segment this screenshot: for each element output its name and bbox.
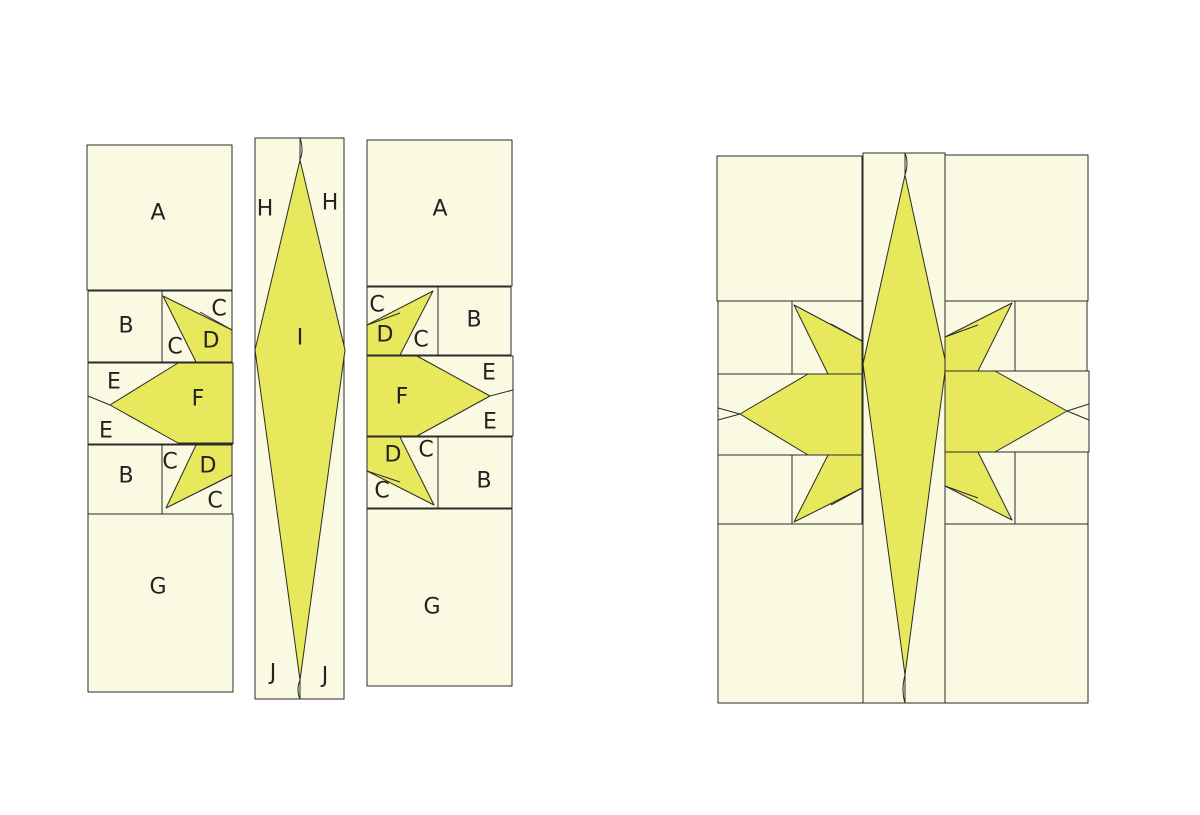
asm-right-d-bot	[944, 451, 1013, 521]
right-seam-e-top	[489, 389, 514, 397]
label-left-c-tl: C	[167, 335, 182, 360]
right-column: A C D C B E F E D C C B G	[366, 139, 514, 687]
asm-right-e-bot	[1066, 410, 1090, 421]
right-piece-b-bot	[437, 436, 513, 509]
asm-mid-seam-top	[904, 152, 908, 176]
left-seam-top-cd	[199, 311, 233, 331]
asm-right-e-top	[1066, 403, 1090, 412]
label-left-b-bot: B	[118, 464, 133, 489]
label-right-b-bot: B	[476, 469, 491, 494]
left-piece-f	[109, 362, 234, 444]
middle-strip: H H I J J	[254, 137, 346, 700]
label-left-b-top: B	[118, 314, 133, 339]
asm-right-a	[944, 154, 1089, 302]
label-mid-h-left: H	[257, 197, 274, 222]
label-right-c-tl: C	[369, 293, 384, 318]
label-right-e-bot: E	[483, 410, 497, 435]
label-right-b-top: B	[466, 308, 481, 333]
asm-left-b-bot	[717, 454, 793, 525]
left-piece-a	[86, 144, 233, 291]
label-left-d-top: D	[203, 329, 220, 354]
label-left-c-tr: C	[211, 297, 226, 322]
label-left-g: G	[149, 575, 166, 600]
asm-left-a	[716, 155, 863, 302]
right-piece-d-bot	[366, 436, 435, 506]
asm-right-seam-bot	[944, 485, 979, 499]
left-piece-d-top	[162, 295, 233, 363]
label-right-g: G	[423, 595, 440, 620]
asm-left-e-top	[717, 407, 741, 415]
label-left-e-top: E	[107, 370, 121, 395]
label-right-d-top: D	[377, 323, 394, 348]
left-seam-e-top	[87, 395, 111, 406]
right-seam-bot-cd	[366, 470, 401, 483]
right-piece-f	[366, 355, 491, 437]
mid-seam-bot	[297, 679, 301, 700]
label-right-e-top: E	[482, 361, 496, 386]
label-left-c-br: C	[207, 489, 222, 514]
left-piece-b-bot	[87, 444, 163, 515]
asm-left-seam-bot	[830, 487, 863, 506]
asm-left-seam-top	[830, 323, 863, 342]
asm-right-b-bot	[1014, 451, 1089, 525]
asm-mid-seam-bot	[902, 674, 906, 704]
assembled-block	[716, 152, 1090, 704]
mid-seam-top	[299, 137, 303, 161]
asm-left-f	[739, 373, 863, 456]
asm-left-g	[717, 523, 864, 704]
label-right-c-tr: C	[413, 328, 428, 353]
label-mid-h-right: H	[322, 191, 339, 216]
label-right-f: F	[396, 385, 409, 410]
label-left-c-bl: C	[162, 450, 177, 475]
asm-left-b-top	[717, 300, 793, 375]
label-right-c-bl: C	[374, 479, 389, 504]
left-seam-bot-cd	[199, 474, 233, 492]
asm-right-g	[944, 523, 1089, 704]
exploded-layout: A B C C D E F E B C D C G H H I J J	[86, 137, 514, 700]
label-right-a: A	[432, 197, 447, 222]
label-right-c-br: C	[418, 438, 433, 463]
asm-right-seam-top	[944, 324, 979, 338]
asm-right-f	[944, 370, 1068, 453]
label-mid-j-left: J	[268, 661, 277, 686]
label-mid-j-right: J	[320, 664, 329, 689]
left-piece-g	[87, 513, 234, 693]
label-left-d-bot: D	[200, 454, 217, 479]
left-piece-b-top	[87, 290, 163, 363]
right-piece-a	[366, 139, 513, 287]
label-right-d-bot: D	[385, 443, 402, 468]
label-mid-i: I	[297, 326, 304, 351]
left-column: A B C C D E F E B C D C G	[86, 144, 234, 693]
label-left-a: A	[150, 201, 165, 226]
right-piece-b-top	[437, 286, 512, 356]
asm-right-b-top	[1014, 300, 1088, 372]
right-seam-top-cd	[366, 312, 401, 326]
asm-left-e-bot	[717, 413, 741, 421]
label-left-f: F	[192, 387, 205, 412]
right-piece-d-top	[366, 290, 434, 356]
label-left-e-bot: E	[99, 419, 113, 444]
right-piece-g	[366, 508, 513, 687]
